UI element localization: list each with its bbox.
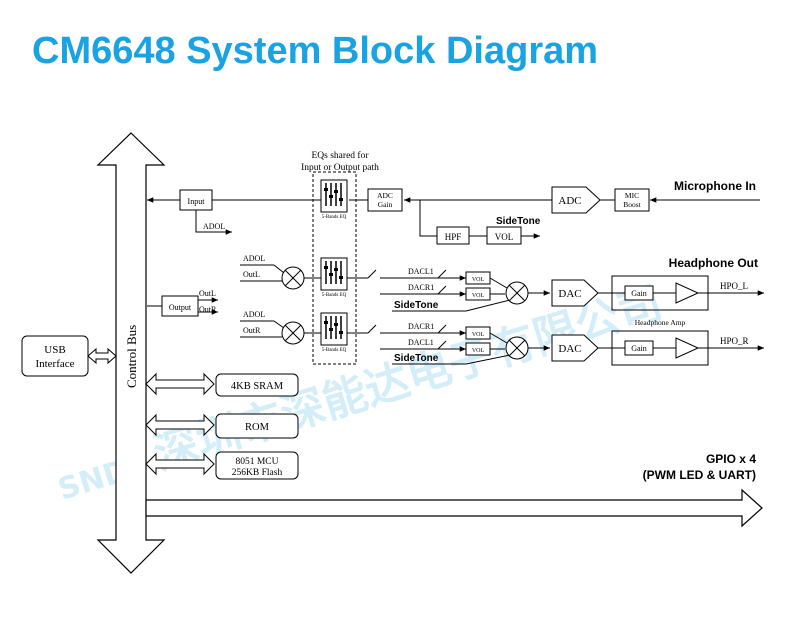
- eq-block-top: [320, 179, 348, 213]
- gpio-label-1: GPIO x 4: [706, 452, 756, 466]
- wire: [273, 320, 285, 329]
- eq-label-l: 5-Bands EQ: [322, 293, 347, 298]
- eq-header-2: Input or Output path: [301, 163, 379, 173]
- headphone-amp-label: Headphone Amp: [635, 318, 686, 327]
- amp-l: [675, 282, 700, 304]
- headphone-out-heading: Headphone Out: [669, 256, 758, 270]
- output-block: [161, 295, 199, 317]
- switch-l: [367, 269, 377, 279]
- adol-label-top: ADOL: [203, 222, 225, 231]
- gain-r-label: Gain: [631, 344, 647, 353]
- control-bus-arrow: [96, 132, 166, 574]
- amp-r: [675, 337, 700, 359]
- microphone-in-heading: Microphone In: [674, 179, 756, 193]
- gpio-label-2: (PWM LED & UART): [643, 468, 756, 482]
- wire: [195, 210, 232, 235]
- rom-label: ROM: [245, 422, 270, 433]
- vol-l1-label: VOL: [472, 277, 485, 283]
- switch-r: [367, 324, 377, 334]
- mic-boost-label-1: MIC: [625, 191, 639, 200]
- mixer-dac-l-x: [508, 284, 526, 302]
- rom-block: [215, 413, 299, 439]
- switch: [437, 285, 447, 295]
- eq-block-r: [320, 312, 348, 346]
- outl-label-out: OutL: [199, 289, 216, 298]
- outr-label-r: OutR: [243, 326, 261, 335]
- dac-r-block: [551, 334, 599, 362]
- input-label: Input: [188, 197, 206, 206]
- sidetone-label-l: SideTone: [394, 300, 439, 311]
- hpo-l-label: HPO_L: [720, 281, 748, 291]
- vol-r2-label: VOL: [472, 348, 485, 354]
- hpo-r-label: HPO_R: [720, 336, 749, 346]
- switch: [437, 340, 447, 350]
- gain-l-label: Gain: [631, 289, 647, 298]
- gpio-bus-arrow: [145, 488, 763, 528]
- mcu-label-1: 8051 MCU: [235, 457, 278, 467]
- switch: [437, 269, 447, 279]
- eq-block-l: [320, 257, 348, 291]
- outl-label-l: OutL: [243, 270, 260, 279]
- eq-label-top: 5-Bands EQ: [322, 215, 347, 220]
- sram-label: 4KB SRAM: [231, 381, 284, 392]
- mcu-bus-arrow: [145, 452, 215, 476]
- rom-bus-arrow: [145, 413, 215, 437]
- wire: [489, 332, 508, 344]
- dacl1-label-l: DACL1: [408, 267, 434, 276]
- adc-gain-label-1: ADC: [377, 191, 393, 200]
- mcu-label-2: 256KB Flash: [232, 468, 283, 478]
- mic-boost-label-2: Boost: [623, 200, 641, 209]
- sram-block: [215, 373, 299, 397]
- dac-l-label: DAC: [558, 288, 581, 300]
- sidetone-label-top: SideTone: [496, 216, 541, 227]
- usb-bus-arrow: [87, 347, 117, 365]
- output-label: Output: [169, 303, 192, 312]
- wire: [419, 200, 437, 237]
- adol-label-r: ADOL: [243, 310, 265, 319]
- eq-label-r: 5-Bands EQ: [322, 348, 347, 353]
- adc-gain-label-2: Gain: [378, 200, 393, 209]
- usb-interface-block: [21, 335, 89, 377]
- adc-in-label: ADC: [558, 195, 581, 207]
- wire: [392, 299, 511, 312]
- vol-label: VOL: [495, 232, 514, 242]
- mixer-l-x: [284, 269, 302, 287]
- usb-label-2: Interface: [35, 358, 74, 370]
- page-title: CM6648 System Block Diagram: [32, 30, 599, 72]
- wire: [273, 264, 285, 274]
- eq-shared-box: [312, 171, 357, 365]
- sidetone-label-r: SideTone: [394, 353, 439, 364]
- dacl1-label-r: DACL1: [408, 338, 434, 347]
- dac-l-block: [551, 279, 599, 307]
- hpf-label: HPF: [445, 232, 462, 242]
- wire: [392, 354, 511, 365]
- mixer-dac-r-x: [508, 339, 526, 357]
- sram-bus-arrow: [145, 372, 215, 396]
- vol-r1-label: VOL: [472, 332, 485, 338]
- mixer-r-x: [284, 324, 302, 342]
- dacr1-label-l: DACR1: [408, 283, 434, 292]
- usb-label-1: USB: [44, 344, 65, 356]
- vol-l2-label: VOL: [472, 293, 485, 299]
- mcu-block: [215, 451, 299, 480]
- adol-label-l: ADOL: [243, 254, 265, 263]
- control-bus-label: Control Bus: [124, 325, 139, 388]
- eq-header-1: EQs shared for: [312, 150, 370, 161]
- switch: [437, 324, 447, 334]
- wire: [489, 277, 508, 289]
- dac-r-label: DAC: [558, 343, 581, 355]
- dacr1-label-r: DACR1: [408, 322, 434, 331]
- outr-label-out: OutR: [199, 305, 217, 314]
